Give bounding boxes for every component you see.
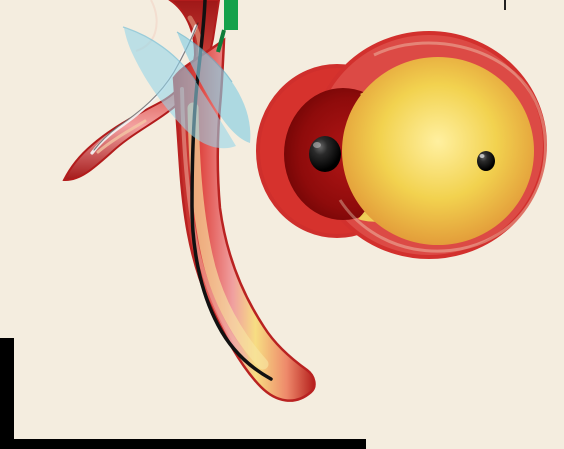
black-bottom-bar: [0, 439, 366, 449]
guidewire-dot: [477, 151, 495, 171]
black-left-block: [0, 338, 14, 449]
green-marker: [224, 0, 238, 30]
catheter-dot: [309, 136, 341, 172]
